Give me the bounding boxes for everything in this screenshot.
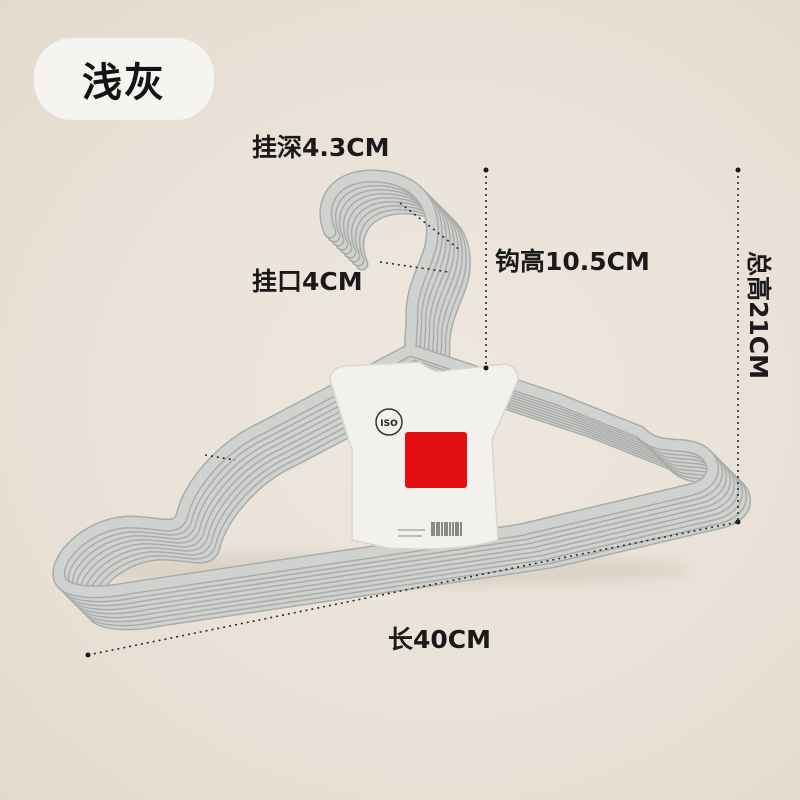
hook-depth-line	[399, 202, 461, 251]
hook-depth-label: 挂深4.3CM	[252, 133, 390, 162]
color-name-badge: 浅灰	[34, 38, 214, 120]
hook-opening-label: 挂口4CM	[252, 267, 363, 296]
hook-height-label: 钩高10.5CM	[495, 247, 650, 276]
hanger-outline	[53, 170, 718, 597]
hanger-stack	[52, 169, 752, 631]
product-info-lines	[398, 529, 425, 537]
measurement-lines	[87, 170, 739, 656]
measurement-endpoints	[85, 167, 741, 658]
hanger-tag-card: ISO	[329, 361, 519, 550]
iso-badge-icon: ISO	[375, 408, 403, 436]
total-height-label: 总高21CM	[744, 250, 773, 380]
iso-badge-text: ISO	[380, 419, 398, 429]
arm-mark-line	[204, 454, 236, 461]
barcode-icon	[431, 522, 462, 536]
length-line	[87, 521, 739, 656]
red-tag-square	[405, 432, 467, 488]
length-label: 长40CM	[388, 625, 492, 654]
